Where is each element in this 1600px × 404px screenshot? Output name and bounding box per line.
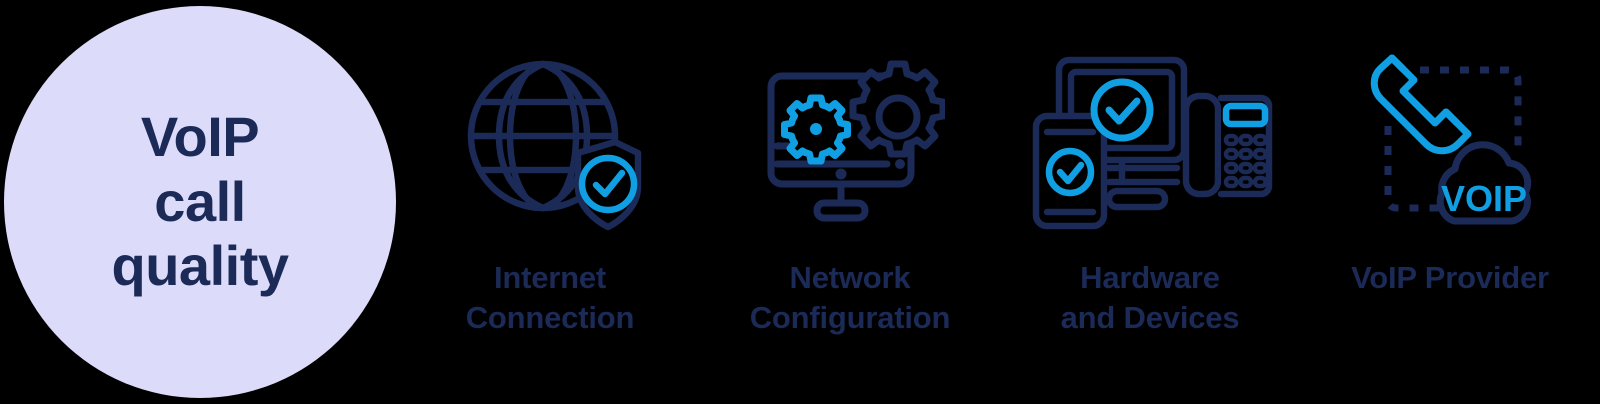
pillar-voip-provider: VOIP VoIP Provider	[1300, 0, 1600, 404]
hero-title: VoIP call quality	[112, 105, 289, 298]
pillar-list: Internet Connection	[400, 0, 1600, 404]
pillar-label-hardware-and-devices: Hardware and Devices	[1060, 260, 1240, 335]
pillar-label-voip-provider: VoIP Provider	[1351, 260, 1549, 295]
hero-circle: VoIP call quality	[4, 6, 396, 398]
pillar-internet-connection: Internet Connection	[400, 0, 700, 404]
pillar-label-network-configuration: Network Configuration	[749, 260, 951, 335]
pillar-hardware-and-devices: Hardware and Devices	[1000, 0, 1300, 404]
globe-shield-check-icon	[455, 48, 645, 238]
handset-cloud-voip-icon-svg: VOIP	[1370, 54, 1532, 225]
monitor-stand-base	[813, 199, 869, 222]
pillar-network-configuration: Network Configuration	[700, 0, 1000, 404]
desk-phone-display	[1222, 102, 1269, 128]
desk-phone-keypad	[1223, 133, 1268, 189]
cloud-outline	[1436, 141, 1532, 225]
check-circle-monitor	[1090, 78, 1154, 142]
monitor-gears-icon	[755, 48, 945, 238]
handset-cloud-voip-icon: VOIP	[1350, 48, 1550, 238]
devices-check-icon	[1025, 48, 1275, 238]
phone-handset	[1370, 54, 1472, 155]
devices-check-icon-svg	[1032, 56, 1273, 230]
hero-title-line-1: VoIP	[140, 105, 260, 169]
globe-shield-check-icon-svg	[467, 60, 642, 231]
check-circle	[578, 154, 638, 214]
dashed-connector	[1384, 66, 1522, 212]
hero-title-line-2: call	[154, 169, 246, 233]
check-circle-phone	[1045, 147, 1095, 197]
cloud-voip-text: VOIP	[1441, 178, 1527, 219]
gear-large	[849, 60, 945, 158]
hero-title-line-3: quality	[111, 234, 289, 298]
monitor-gears-icon-svg	[767, 60, 945, 222]
desk-phone-handset	[1182, 92, 1222, 198]
gear-small	[781, 94, 851, 165]
monitor-foot	[1105, 187, 1169, 211]
pillar-label-internet-connection: Internet Connection	[465, 260, 635, 335]
